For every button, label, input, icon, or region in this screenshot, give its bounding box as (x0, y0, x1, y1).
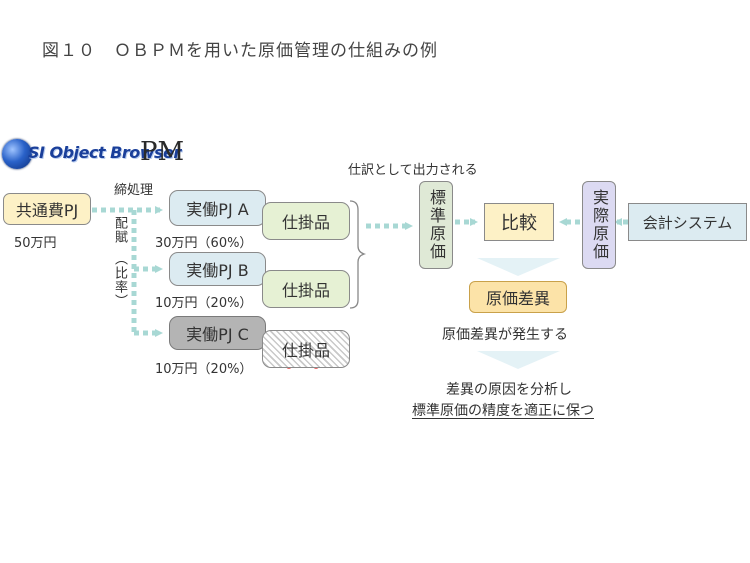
wip-b-box: 仕掛品 (262, 270, 350, 308)
wip-c-box: 仕掛品 (262, 330, 350, 368)
project-a-box: 実働PJ A (169, 190, 266, 226)
logo-suffix: PM (140, 137, 185, 167)
project-c-box: 実働PJ C (169, 316, 266, 350)
variance-note: 原価差異が発生する (442, 327, 568, 343)
common-pj-box: 共通費PJ (3, 193, 91, 225)
project-b-amount: 10万円（20%） (155, 296, 253, 311)
brace (349, 200, 367, 309)
ratio-label: （比率） (112, 252, 127, 308)
wip-a-box: 仕掛品 (262, 202, 350, 240)
actual-cost-box: 実際原価 (582, 181, 616, 269)
analysis-line-1: 差異の原因を分析し (446, 382, 572, 398)
analysis-line-2: 標準原価の精度を適正に保つ (412, 403, 594, 419)
globe-icon (2, 139, 32, 169)
accounting-system-box: 会計システム (628, 203, 747, 241)
compare-box: 比較 (484, 203, 554, 241)
logo-name: SI Object Browser (28, 143, 181, 162)
down-chevron-2 (477, 351, 560, 369)
allocation-label: 配賦 (112, 216, 127, 244)
project-c-amount: 10万円（20%） (155, 362, 253, 377)
variance-box: 原価差異 (469, 281, 567, 313)
closing-label: 締処理 (114, 183, 154, 198)
common-pj-amount: 50万円 (14, 236, 57, 251)
down-chevron-1 (477, 258, 560, 276)
standard-cost-box: 標準原価 (419, 181, 453, 269)
product-logo: SI Object Browser PM (2, 137, 192, 171)
journal-note: 仕訳として出力される (348, 163, 478, 178)
figure-title: 図１０ ＯＢＰＭを用いた原価管理の仕組みの例 (42, 41, 438, 61)
project-b-box: 実働PJ B (169, 252, 266, 286)
project-a-amount: 30万円（60%） (155, 236, 253, 251)
